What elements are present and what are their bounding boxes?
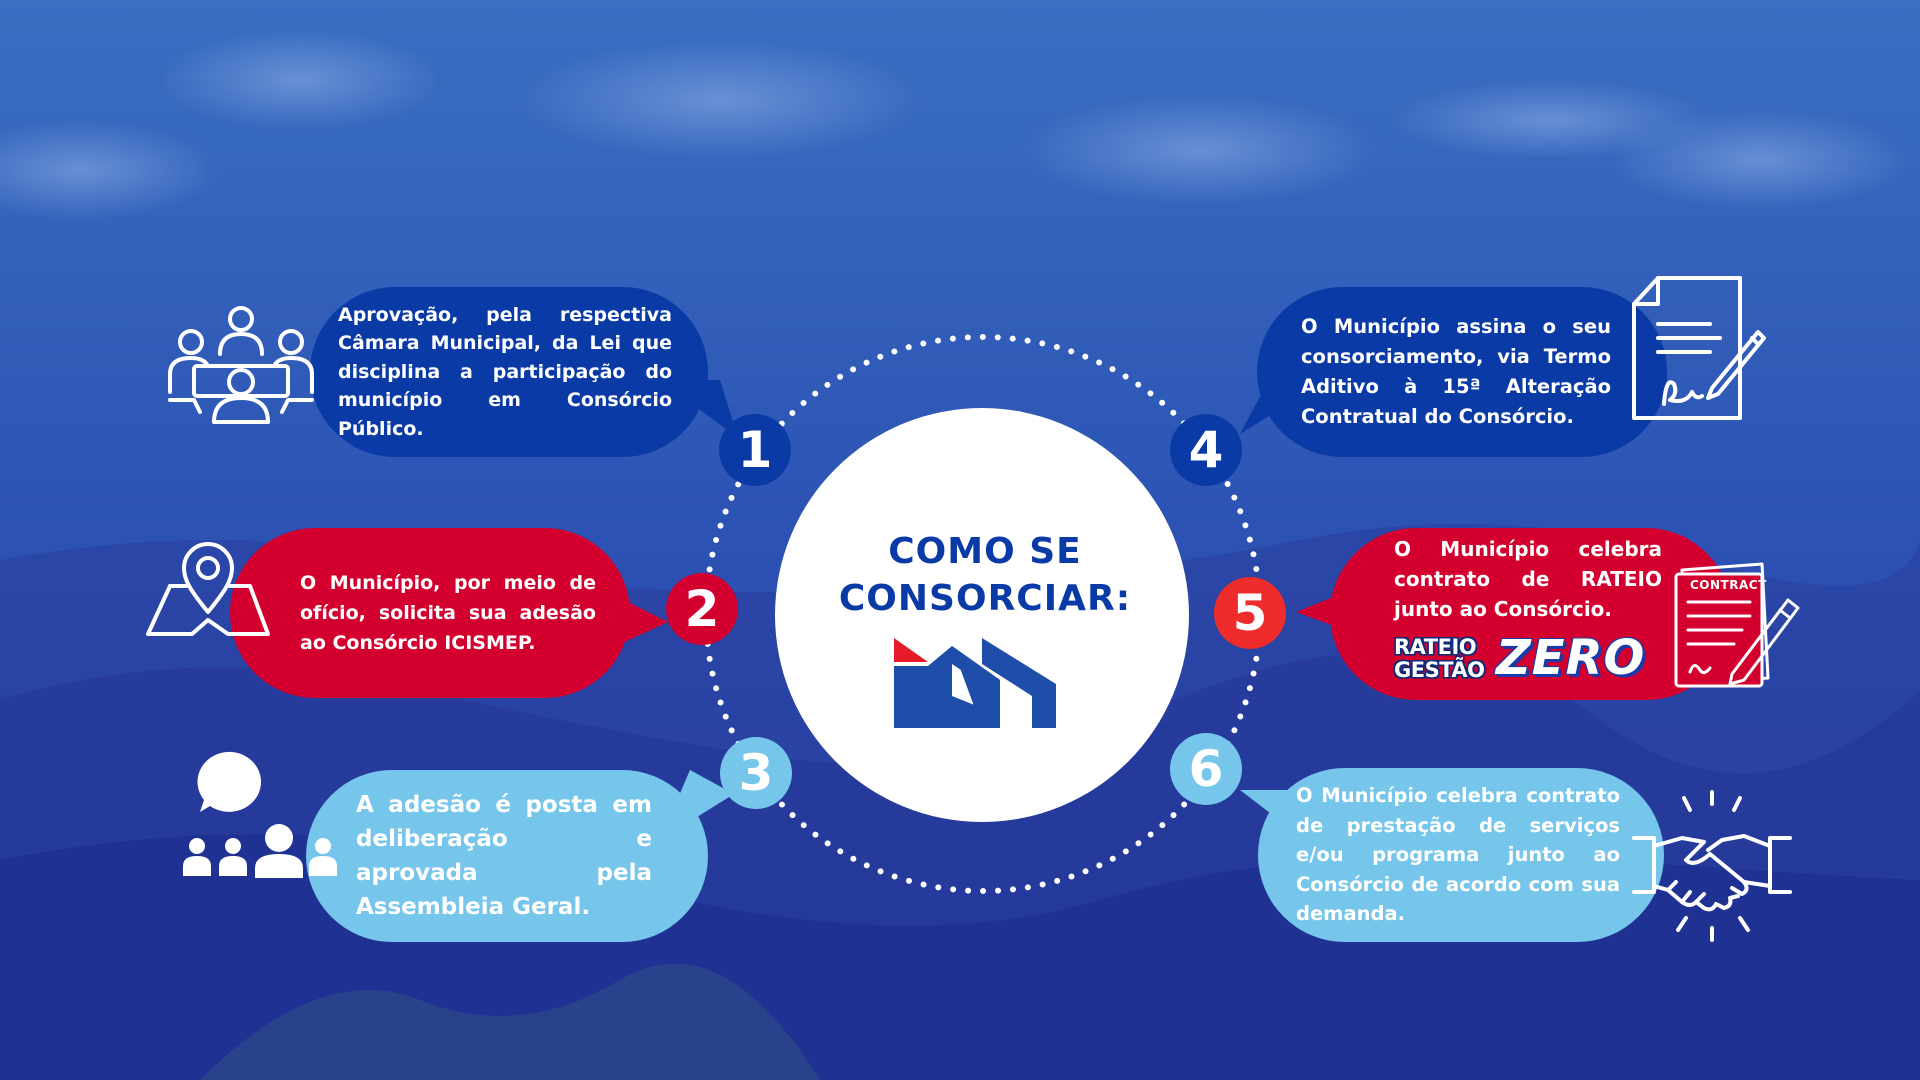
step-1-text: Aprovação, pela respectiva Câmara Munici… [338,303,672,440]
zero-wordmark: ZERO [1496,630,1646,686]
step-4-bubble: O Município assina o seu consorciamento,… [1257,287,1667,457]
contract-label: CONTRACT [1690,578,1767,592]
contract-pen-icon [1674,562,1800,688]
step-5-number: 5 [1214,577,1286,649]
step-5-text: O Município celebra contrato de RATEIO j… [1394,537,1662,621]
gestao-line: GESTÃO [1394,658,1485,682]
step-3-number: 3 [720,737,792,809]
step-6-number: 6 [1170,733,1242,805]
step-4-text: O Município assina o seu consorciamento,… [1301,315,1611,428]
signed-document-icon [1632,276,1766,420]
step-2-text: O Município, por meio de ofício, solicit… [300,572,596,654]
rateio-gestao-label: RATEIO GESTÃO [1394,636,1485,682]
meeting-group-icon [168,306,314,424]
rateio-line: RATEIO [1394,635,1477,659]
icismep-logo [894,638,1056,728]
handshake-icon [1632,790,1792,942]
map-pin-icon [146,542,270,636]
assembly-speech-icon [183,751,337,878]
step-1-number: 1 [719,414,791,486]
step-6-bubble: O Município celebra contrato de prestaçã… [1258,768,1664,942]
step-5-bubble: O Município celebra contrato de RATEIO j… [1330,528,1732,700]
step-6-text: O Município celebra contrato de prestaçã… [1296,784,1620,926]
bubble-tail-2 [620,598,668,644]
step-3-bubble: A adesão é posta em deliberação e aprova… [306,770,708,942]
step-2-bubble: O Município, por meio de ofício, solicit… [230,528,630,698]
center-circle [775,408,1189,822]
step-4-number: 4 [1170,414,1242,486]
step-1-bubble: Aprovação, pela respectiva Câmara Munici… [310,287,708,457]
step-2-number: 2 [666,573,738,645]
step-3-text: A adesão é posta em deliberação e aprova… [356,792,652,920]
